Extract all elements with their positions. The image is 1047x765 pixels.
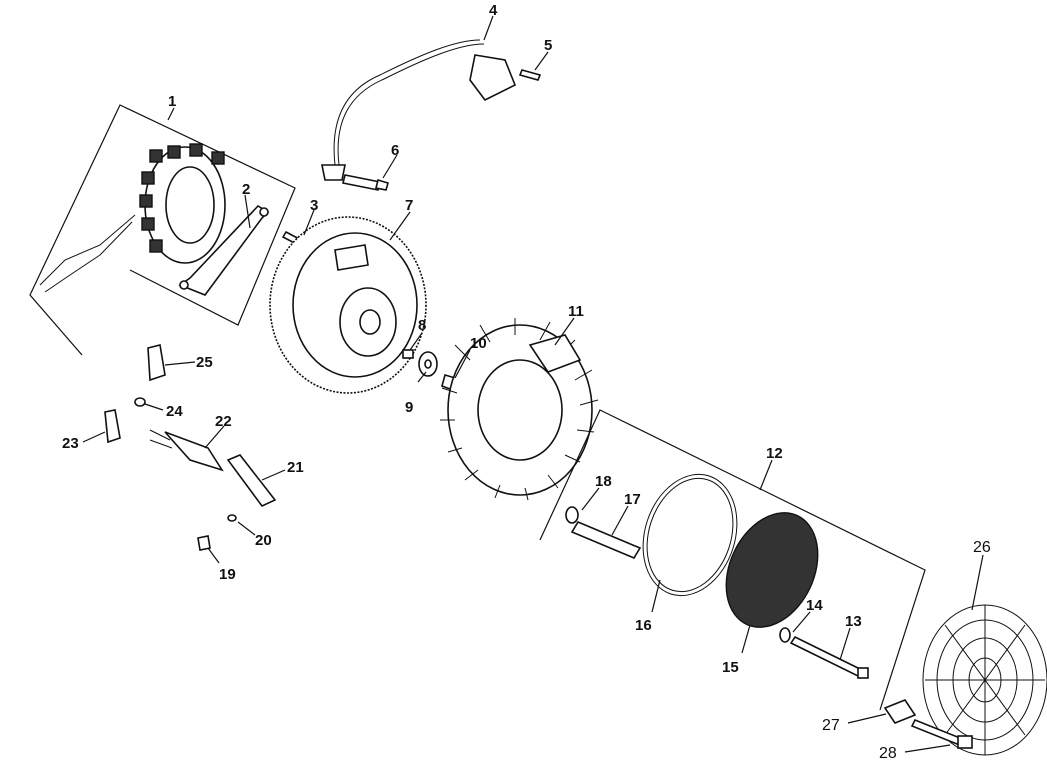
callout-6: 6 bbox=[391, 142, 399, 159]
clip-25 bbox=[147, 344, 166, 382]
callout-14: 14 bbox=[806, 597, 823, 614]
callout-9: 9 bbox=[405, 399, 413, 416]
spark-plug bbox=[342, 174, 389, 191]
callout-20: 20 bbox=[255, 532, 272, 549]
callout-27: 27 bbox=[822, 717, 840, 734]
callout-1: 1 bbox=[168, 93, 176, 110]
callout-22: 22 bbox=[215, 413, 232, 430]
callout-19: 19 bbox=[219, 566, 236, 583]
callout-25: 25 bbox=[196, 354, 213, 371]
spacer-rod bbox=[570, 520, 642, 560]
flywheel-key bbox=[402, 349, 414, 359]
callout-24: 24 bbox=[166, 403, 183, 420]
fan-guard bbox=[922, 604, 1047, 756]
callout-10: 10 bbox=[470, 335, 487, 352]
callout-16: 16 bbox=[635, 617, 652, 634]
washer-20 bbox=[227, 514, 237, 522]
bracket-21 bbox=[226, 454, 277, 507]
screen-screw bbox=[789, 635, 869, 679]
callout-4: 4 bbox=[489, 2, 498, 19]
rectifier-22 bbox=[149, 429, 224, 472]
screw-28 bbox=[910, 718, 973, 749]
flywheel-washer bbox=[418, 351, 438, 377]
clip-23 bbox=[104, 409, 121, 444]
leader-lines bbox=[82, 15, 984, 753]
gasket-ring bbox=[642, 473, 738, 597]
screw-19 bbox=[197, 535, 211, 551]
callout-21: 21 bbox=[287, 459, 304, 476]
callout-2: 2 bbox=[242, 181, 250, 198]
stator bbox=[39, 143, 226, 293]
callout-13: 13 bbox=[845, 613, 862, 630]
washer-14 bbox=[779, 627, 791, 643]
washer-18 bbox=[565, 506, 579, 524]
spacer-27 bbox=[883, 699, 917, 724]
cooling-fan bbox=[440, 318, 599, 501]
callout-12: 12 bbox=[766, 445, 783, 462]
callout-26: 26 bbox=[973, 539, 991, 556]
callout-3: 3 bbox=[310, 197, 318, 214]
callout-28: 28 bbox=[879, 745, 897, 762]
ignition-module-lead bbox=[321, 39, 517, 181]
callout-17: 17 bbox=[624, 491, 641, 508]
callout-15: 15 bbox=[722, 659, 739, 676]
callout-18: 18 bbox=[595, 473, 612, 490]
callout-5: 5 bbox=[544, 37, 552, 54]
callout-labels: 1 2 3 4 5 6 7 8 9 10 11 12 13 14 15 16 1… bbox=[62, 2, 991, 762]
callout-8: 8 bbox=[418, 317, 426, 334]
screw-5 bbox=[518, 69, 542, 81]
callout-11: 11 bbox=[568, 303, 584, 320]
stator-group-box bbox=[29, 104, 296, 356]
callout-7: 7 bbox=[405, 197, 413, 214]
flywheel bbox=[269, 216, 427, 394]
fan-screen-mesh bbox=[725, 512, 819, 628]
stator-bracket bbox=[178, 204, 270, 296]
callout-23: 23 bbox=[62, 435, 79, 452]
washer-24 bbox=[134, 397, 146, 407]
screen-group-box bbox=[539, 409, 926, 711]
